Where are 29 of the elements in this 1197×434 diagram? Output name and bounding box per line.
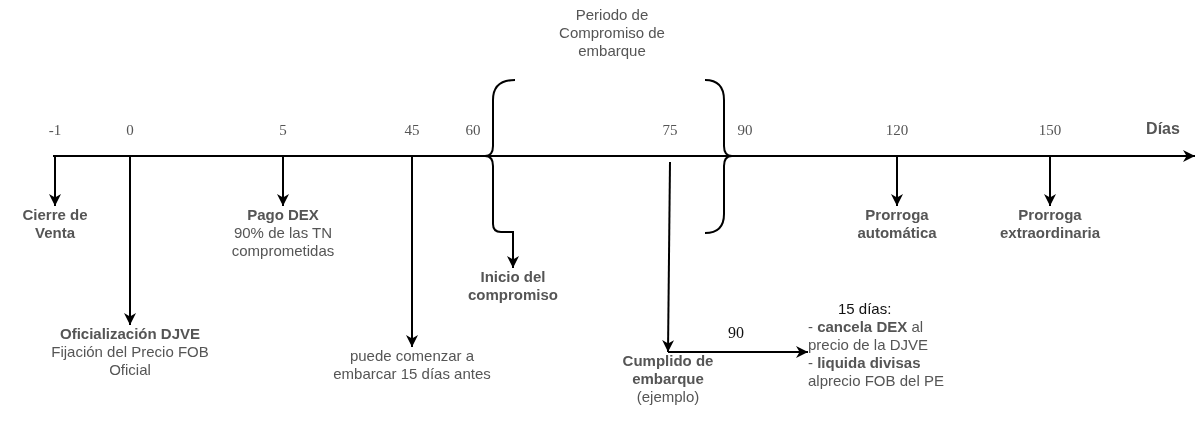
tick-label: 45 (403, 121, 421, 139)
tick-label: 75 (661, 121, 679, 139)
arrow (667, 346, 809, 358)
event-label: puede comenzar a embarcar 15 días antes (324, 347, 500, 383)
event-label: Pago DEX 90% de las TN comprometidas (198, 206, 368, 260)
arrow (492, 171, 519, 269)
event-label: Cierre de Venta (5, 206, 105, 242)
tick-label: 120 (884, 121, 910, 139)
tick-label: -1 (47, 121, 63, 139)
arrow (49, 155, 61, 207)
arrow (891, 155, 903, 207)
arrow (1044, 155, 1056, 207)
tick-label: 60 (464, 121, 482, 139)
tick-label: 0 (125, 121, 135, 139)
event-label: Cumplido de embarque (ejemplo) (598, 352, 738, 406)
tick-label: 90 (736, 121, 754, 139)
event-label: 15 días: - cancela DEX al precio de la DJVE - liquida divisas alprecio FOB del PE (808, 300, 968, 390)
arrow (406, 155, 418, 348)
event-label: Inicio del compromiso (448, 268, 578, 304)
arrow (124, 155, 136, 326)
event-label: Prorroga automática (837, 206, 957, 242)
axis-title: Días (1145, 120, 1181, 138)
event-label: Prorroga extraordinaria (970, 206, 1130, 242)
event-label: Oficialización DJVE Fijación del Precio FOB Oficial (45, 325, 215, 379)
arrow (662, 161, 675, 353)
tick-label: 150 (1037, 121, 1063, 139)
period-label: Periodo de Compromiso de embarque (558, 6, 666, 60)
arrow (277, 155, 289, 207)
tick-label: 5 (278, 121, 288, 139)
